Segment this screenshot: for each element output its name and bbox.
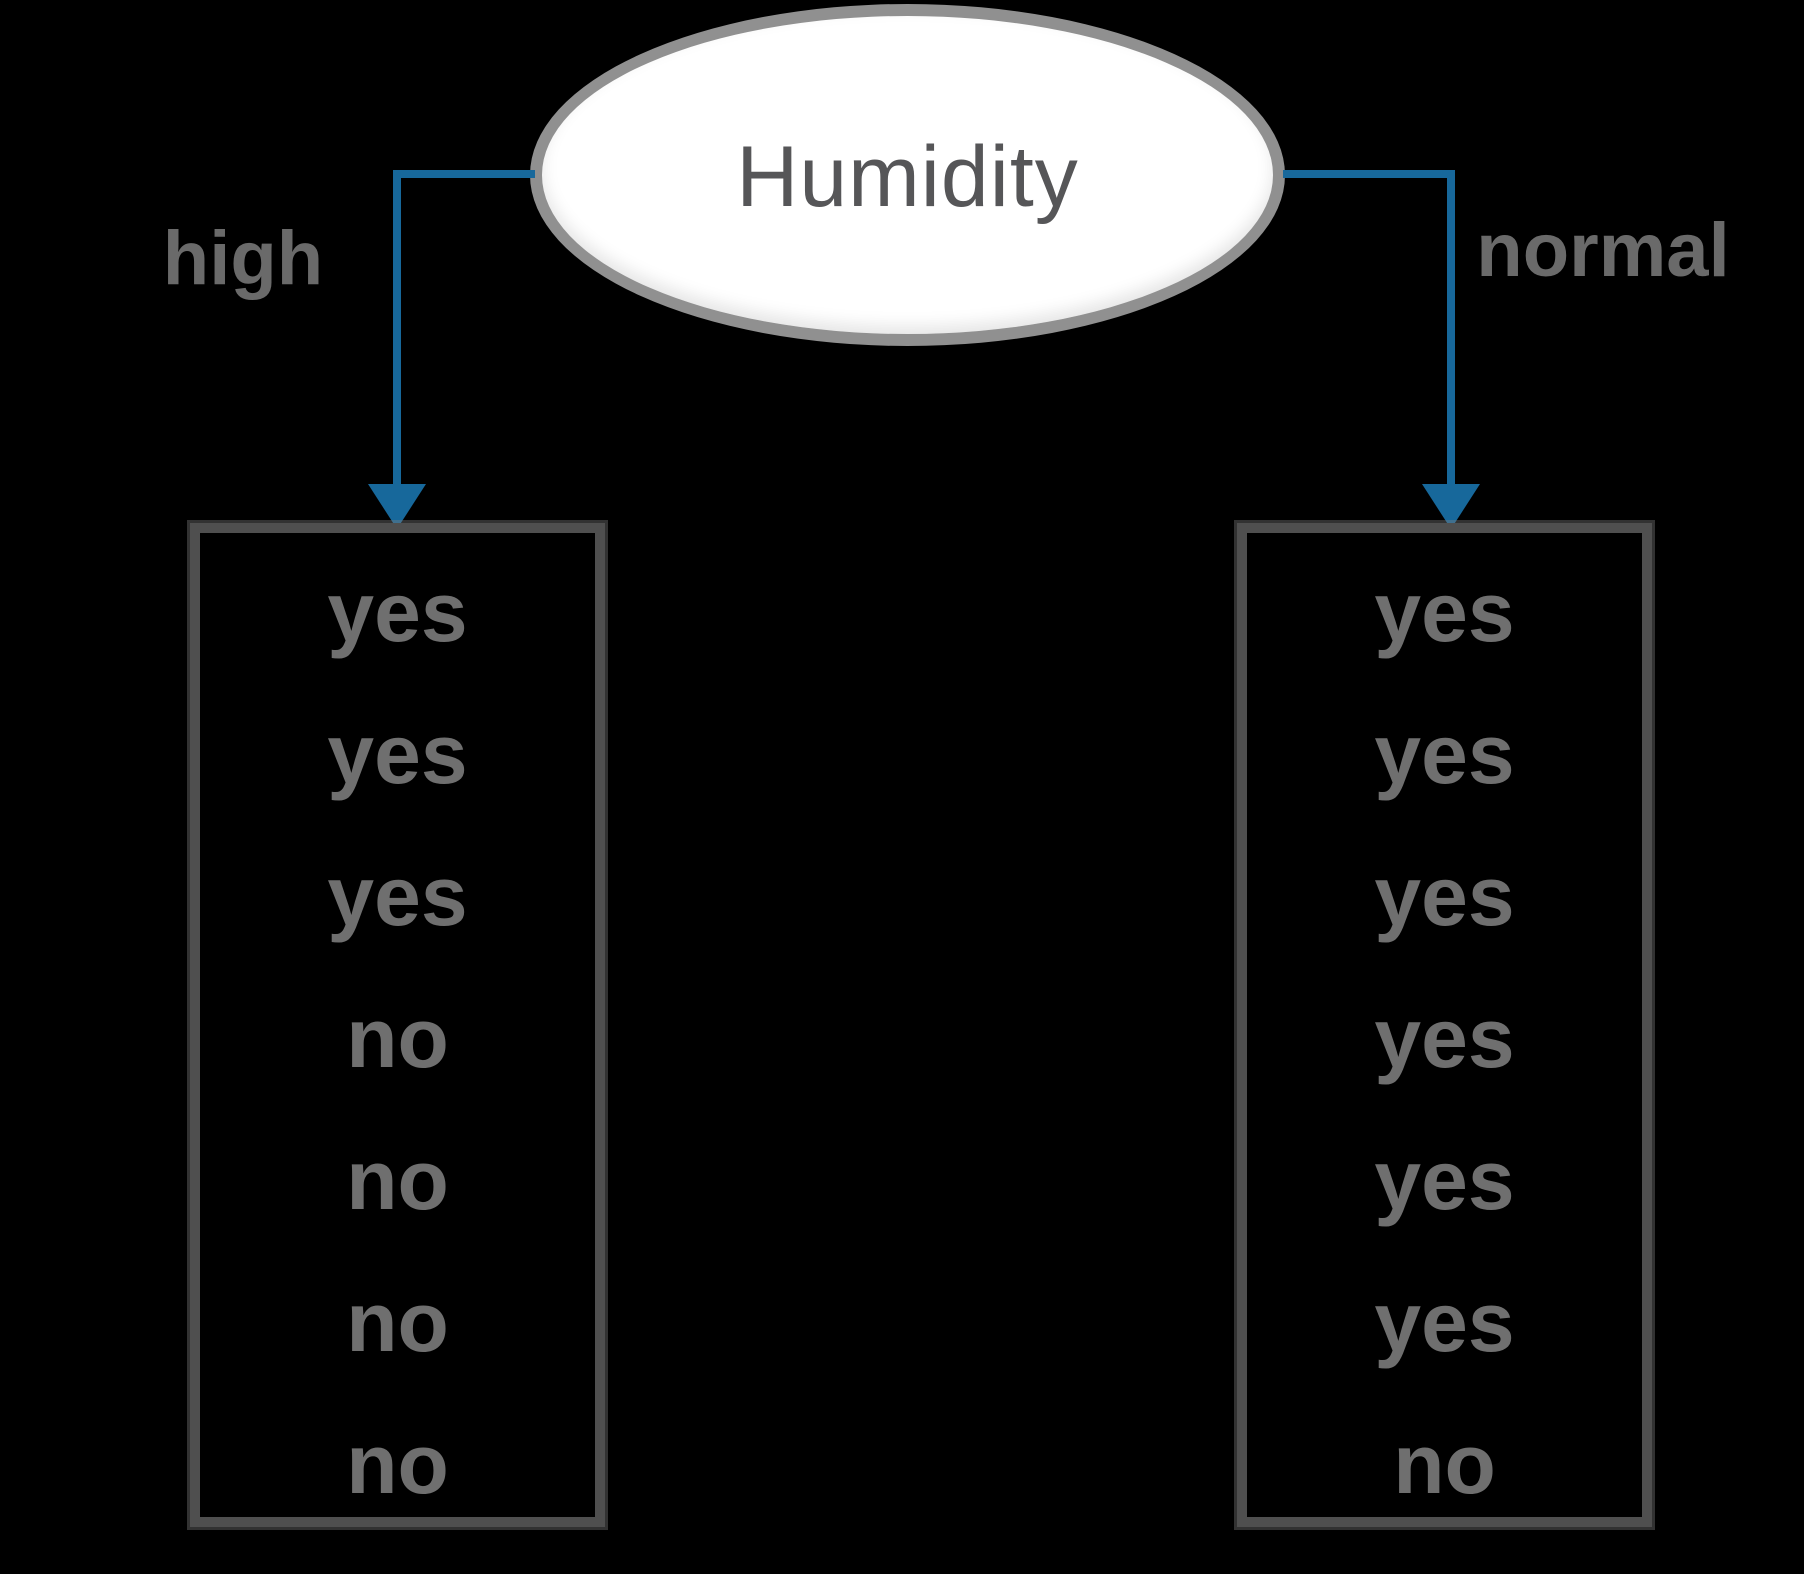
leaf-box-normal: yes yes yes yes yes yes no (1234, 520, 1655, 1530)
arrow-down-icon (1422, 484, 1480, 529)
root-node-ellipse: Humidity (530, 4, 1285, 346)
value-cell: yes (1374, 1132, 1515, 1227)
value-cell: yes (1374, 990, 1515, 1085)
edge-high-vertical (393, 170, 401, 486)
value-cell: no (346, 1416, 449, 1511)
value-cell: yes (327, 564, 468, 659)
value-cell: yes (1374, 564, 1515, 659)
value-cell: yes (327, 706, 468, 801)
value-cell: no (1393, 1416, 1496, 1511)
leaf-box-high: yes yes yes no no no no (187, 520, 608, 1530)
edge-normal-vertical (1447, 170, 1455, 486)
value-cell: no (346, 990, 449, 1085)
value-cell: yes (1374, 1274, 1515, 1369)
value-cell: yes (1374, 706, 1515, 801)
edge-normal-horizontal (1283, 170, 1455, 178)
branch-label-normal: normal (1476, 208, 1730, 293)
branch-label-high: high (162, 216, 324, 301)
edge-high-horizontal (393, 170, 535, 178)
value-cell: yes (327, 848, 468, 943)
arrow-down-icon (368, 484, 426, 529)
value-cell: yes (1374, 848, 1515, 943)
root-node-label: Humidity (736, 128, 1079, 225)
value-cell: no (346, 1132, 449, 1227)
value-cell: no (346, 1274, 449, 1369)
